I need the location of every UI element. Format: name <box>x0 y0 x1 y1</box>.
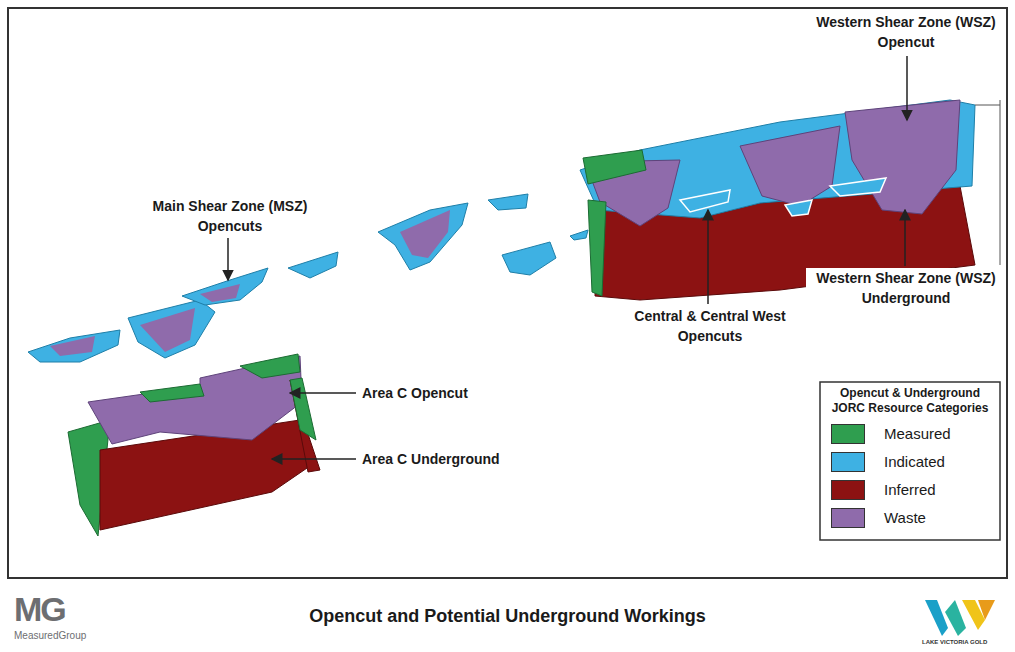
legend-text: Waste <box>884 509 926 527</box>
callout-label: Western Shear Zone (WSZ) Underground <box>806 268 1006 308</box>
legend-title: Opencut & Underground JORC Resource Cate… <box>825 386 995 416</box>
logo-subtext: MeasuredGroup <box>14 630 86 641</box>
logo-subtext: LAKE VICTORIA GOLD <box>922 639 987 645</box>
legend-swatch <box>831 508 865 528</box>
callout-label: Area C Opencut <box>360 383 470 403</box>
legend-swatch <box>831 452 865 472</box>
callout-label: Western Shear Zone (WSZ) Opencut <box>806 12 1006 52</box>
callout-label: Main Shear Zone (MSZ) Opencuts <box>138 196 322 236</box>
diagram-title: Opencut and Potential Underground Workin… <box>200 606 815 627</box>
callout-label: Area C Underground <box>360 449 502 469</box>
logo-text: MG <box>14 590 65 628</box>
legend-swatch <box>831 424 865 444</box>
legend-text: Indicated <box>884 453 945 471</box>
legend-text: Inferred <box>884 481 936 499</box>
legend-swatch <box>831 480 865 500</box>
callout-label: Central & Central West Opencuts <box>613 306 807 346</box>
legend-text: Measured <box>884 425 951 443</box>
